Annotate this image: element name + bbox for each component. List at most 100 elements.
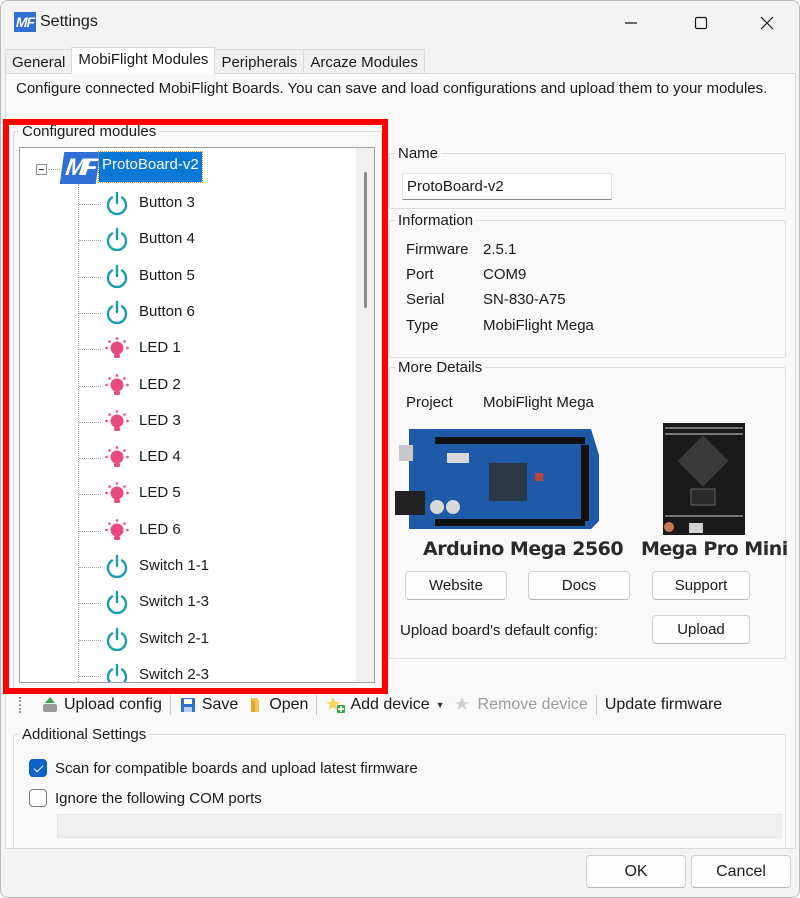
tree-node-label: LED 6 [139, 520, 181, 538]
button-power-icon [104, 227, 130, 253]
toolbar-separator [169, 695, 171, 715]
close-icon [760, 16, 774, 30]
ignore-ports-checkbox[interactable] [29, 789, 47, 807]
upload-button[interactable]: Upload [652, 615, 750, 644]
switch-power-icon [104, 663, 130, 682]
tree-scrollbar[interactable] [356, 148, 374, 682]
name-legend: Name [398, 145, 439, 162]
toolbar-separator [595, 695, 597, 715]
toolbar-separator [316, 695, 318, 715]
led-bulb-icon [104, 409, 130, 435]
firmware-label: Firmware [406, 241, 469, 258]
arduino-mega-board-image [395, 429, 599, 529]
tree-node-label: Button 4 [139, 230, 195, 248]
website-button[interactable]: Website [405, 571, 507, 600]
add-device-button[interactable]: Add device ▼ [321, 693, 448, 717]
tree-node-label: LED 3 [139, 411, 181, 429]
tree-node-label: Switch 2-3 [139, 665, 210, 683]
tree-node-label: Button 6 [139, 302, 195, 320]
maximize-button[interactable] [678, 1, 724, 45]
close-button[interactable] [744, 1, 790, 45]
tree-node-led[interactable]: LED 5 [78, 476, 338, 512]
tree-node-led[interactable]: LED 6 [78, 513, 338, 549]
tree-node-label: LED 2 [139, 375, 181, 393]
tree-node-switch[interactable]: Switch 1-3 [78, 585, 338, 621]
tree-node-led[interactable]: LED 2 [78, 368, 338, 404]
tree-node-button[interactable]: Button 4 [78, 222, 338, 258]
mobiflight-board-icon: MF [59, 152, 101, 184]
save-button[interactable]: Save [175, 693, 242, 717]
tree-node-button[interactable]: Button 5 [78, 259, 338, 295]
type-value: MobiFlight Mega [483, 317, 594, 334]
configured-modules-legend: Configured modules [22, 123, 157, 140]
serial-value: SN-830-A75 [483, 291, 566, 308]
tab-arcaze-modules[interactable]: Arcaze Modules [303, 49, 425, 74]
scan-boards-label: Scan for compatible boards and upload la… [55, 759, 418, 777]
port-label: Port [406, 266, 434, 283]
support-button[interactable]: Support [652, 571, 750, 600]
tab-general[interactable]: General [5, 49, 73, 74]
button-power-icon [104, 264, 130, 290]
tree-node-switch[interactable]: Switch 2-1 [78, 622, 338, 658]
tree-node-led[interactable]: LED 4 [78, 440, 338, 476]
tab-mobiflight-modules[interactable]: MobiFlight Modules [71, 47, 216, 74]
tree-connector [79, 312, 101, 314]
tree-node-label: Button 5 [139, 266, 195, 284]
tree-node-label: Switch 2-1 [139, 629, 210, 647]
scan-boards-checkbox[interactable] [29, 759, 47, 777]
tree-node-switch[interactable]: Switch 1-1 [78, 549, 338, 585]
tab-peripherals[interactable]: Peripherals [214, 49, 305, 74]
module-name-input[interactable] [402, 173, 612, 200]
dialog-footer: OK Cancel [1, 849, 799, 897]
add-device-star-icon [326, 697, 346, 713]
save-icon [180, 698, 195, 712]
upload-config-button[interactable]: Upload config [37, 693, 166, 717]
cancel-button[interactable]: Cancel [691, 855, 791, 888]
tree-node-label: LED 5 [139, 484, 181, 502]
collapse-toggle-icon[interactable] [36, 164, 47, 175]
ignore-ports-input[interactable] [57, 814, 782, 838]
tree-node-label: Button 3 [139, 194, 195, 211]
ignore-ports-label: Ignore the following COM ports [55, 789, 262, 807]
tree-connector [79, 204, 101, 205]
more-details-legend: More Details [398, 359, 483, 376]
tree-node-button[interactable]: Button 6 [78, 295, 338, 331]
tree-node-button[interactable]: Button 3 [78, 186, 338, 222]
save-label: Save [201, 696, 239, 713]
led-bulb-icon [104, 445, 130, 471]
tree-node-led[interactable]: LED 3 [78, 404, 338, 440]
minimize-button[interactable] [608, 1, 654, 45]
module-tree[interactable]: MF ProtoBoard-v2 Button 3 Button 4 Button … [19, 147, 375, 683]
tree-scrollbar-thumb[interactable] [364, 172, 367, 308]
mobiflight-logo-icon: MF [14, 12, 36, 32]
module-toolbar: Upload config Save Open Add device ▼ Rem… [15, 691, 785, 719]
ignore-ports-checkbox-row[interactable]: Ignore the following COM ports [29, 789, 262, 807]
tree-node-label: Switch 1-3 [139, 593, 210, 611]
information-legend: Information [398, 212, 474, 229]
additional-settings-group: Additional Settings [13, 726, 786, 856]
update-firmware-button[interactable]: Update firmware [601, 693, 726, 717]
tree-node-led[interactable]: LED 1 [78, 331, 338, 367]
tree-node-switch[interactable]: Switch 2-3 [78, 658, 338, 683]
led-bulb-icon [104, 481, 130, 507]
toolbar-grip[interactable] [19, 697, 25, 713]
open-label: Open [269, 696, 309, 713]
led-bulb-icon [104, 373, 130, 399]
switch-power-icon [104, 554, 130, 580]
tree-root-protoboard[interactable]: ProtoBoard-v2 [98, 151, 203, 183]
scan-boards-checkbox-row[interactable]: Scan for compatible boards and upload la… [29, 759, 418, 777]
open-button[interactable]: Open [242, 693, 312, 717]
arduino-mega-title: Arduino Mega 2560 [423, 538, 624, 560]
tree-node-label: LED 4 [139, 448, 181, 466]
dropdown-arrow-icon[interactable]: ▼ [435, 700, 445, 710]
tree-connector [79, 349, 101, 351]
ok-button[interactable]: OK [586, 855, 686, 888]
led-bulb-icon [104, 336, 130, 362]
mega-pro-mini-title: Mega Pro Mini [641, 538, 788, 560]
tree-connector [79, 603, 101, 605]
button-power-icon [104, 191, 130, 217]
tree-connector [78, 184, 79, 682]
docs-button[interactable]: Docs [528, 571, 630, 600]
update-firmware-label: Update firmware [604, 696, 723, 713]
remove-device-button[interactable]: Remove device [449, 693, 592, 717]
